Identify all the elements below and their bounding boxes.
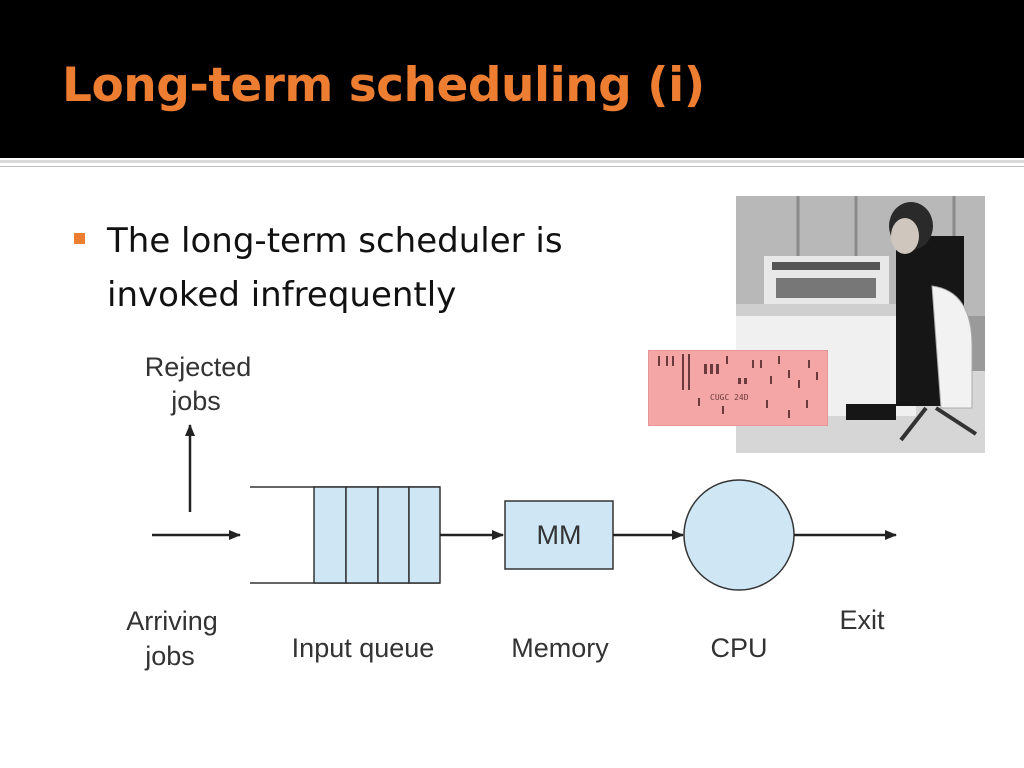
- cpu-label: CPU: [710, 633, 767, 663]
- rejected-jobs-label-1: Rejected: [145, 352, 252, 382]
- title-bar: Long-term scheduling (i): [0, 0, 1024, 158]
- arriving-jobs-label-2: jobs: [144, 641, 195, 671]
- input-queue: [250, 486, 441, 584]
- title-rule-thin: [0, 166, 1024, 167]
- title-rule: [0, 160, 1024, 163]
- memory-box-label: MM: [537, 520, 582, 550]
- memory-label: Memory: [511, 633, 609, 663]
- scheduling-diagram: Rejected jobs Arriving jobs Input queue …: [126, 352, 897, 671]
- arriving-jobs-label-1: Arriving: [126, 606, 218, 636]
- punch-card: CUGC 24D: [648, 350, 828, 426]
- queue-slot: [313, 486, 347, 584]
- queue-slot: [408, 486, 441, 584]
- input-queue-label: Input queue: [292, 633, 435, 663]
- exit-label: Exit: [839, 605, 885, 635]
- queue-slot: [345, 486, 379, 584]
- punch-card-text: CUGC 24D: [710, 393, 749, 402]
- rejected-jobs-label-2: jobs: [170, 386, 221, 416]
- slide-title: Long-term scheduling (i): [62, 58, 705, 113]
- bullet-square-icon: [74, 233, 85, 244]
- queue-slot: [377, 486, 410, 584]
- cpu-circle: [683, 479, 795, 591]
- bullet-text: The long-term scheduler is invoked infre…: [107, 221, 563, 315]
- memory-box: [504, 500, 614, 570]
